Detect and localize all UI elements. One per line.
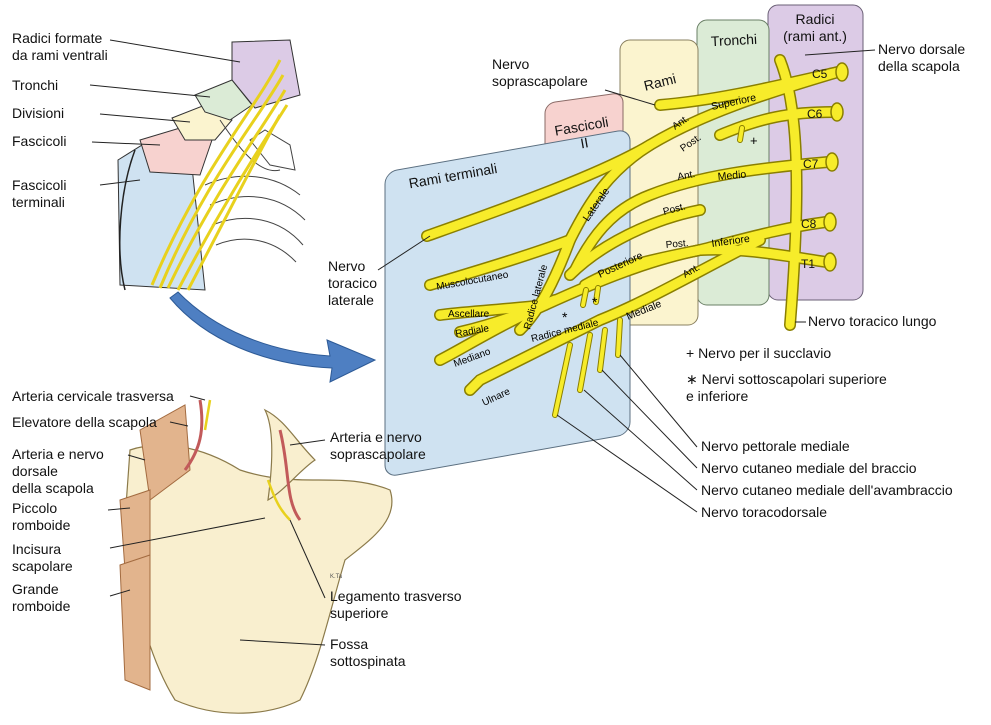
root-label-c6: C6: [807, 107, 823, 121]
label-fascicoli: Fascicoli: [12, 133, 67, 149]
signature-mark: K.Ta: [330, 574, 343, 580]
overview-illustration: [117, 39, 306, 291]
label-grande-romboide: Grande romboide: [12, 581, 71, 614]
trunk-inferiore: Inferiore: [711, 233, 751, 250]
star-symbol-2: *: [592, 294, 598, 310]
root-label-c5: C5: [812, 67, 828, 81]
label-nervo-pettorale-mediale: Nervo pettorale mediale: [701, 438, 850, 454]
curved-arrow-icon: [169, 291, 377, 383]
scapula-leader-lines: [107, 395, 326, 646]
division-ant-2: Ant.: [677, 169, 696, 183]
label-nervo-soprascapolare: Nervo soprascapolare: [492, 56, 588, 89]
root-label-c8: C8: [801, 217, 817, 231]
legend-plus: + Nervo per il succlavio: [686, 345, 832, 361]
label-radici-formate: Radici formate da rami ventrali: [12, 30, 108, 63]
root-label-c7: C7: [803, 157, 819, 171]
scapula-illustration: [119, 399, 393, 714]
label-arteria-cervicale: Arteria cervicale trasversa: [12, 388, 174, 404]
label-nervo-toracodorsale: Nervo toracodorsale: [701, 504, 828, 520]
label-incisura: Incisura scapolare: [12, 541, 73, 574]
label-elevatore: Elevatore della scapola: [12, 414, 157, 430]
label-tronchi: Tronchi: [12, 77, 59, 93]
label-divisioni: Divisioni: [12, 105, 65, 121]
trunk-medio: Medio: [717, 169, 747, 183]
column-title-tronchi: Tronchi: [710, 30, 758, 50]
nerve-paths: [421, 54, 844, 418]
plexus-leader-lines: [377, 49, 876, 513]
label-nervo-dorsale-scapola: Nervo dorsale della scapola: [878, 41, 966, 74]
label-legamento: Legamento trasverso superiore: [330, 588, 462, 621]
label-nervo-toracico-laterale: Nervo toracico laterale: [328, 258, 378, 308]
label-fascicoli-terminali: Fascicoli terminali: [12, 177, 67, 210]
legend-star: ∗ Nervi sottoscapolari superiore e infer…: [686, 371, 887, 404]
division-post-3: Post.: [665, 238, 689, 251]
branch-ascellare: Ascellare: [448, 309, 490, 320]
label-arteria-soprascapolare: Arteria e nervo soprascapolare: [330, 429, 426, 462]
root-end-caps: [823, 62, 849, 272]
label-piccolo-romboide: Piccolo romboide: [12, 500, 71, 533]
label-fossa: Fossa sottospinata: [330, 636, 406, 669]
column-title-radici: Radici (rami ant.): [783, 11, 847, 44]
label-arteria-nervo-dorsale: Arteria e nervo dorsale della scapola: [12, 446, 104, 496]
label-nervo-cutaneo-braccio: Nervo cutaneo mediale del braccio: [701, 460, 917, 476]
label-nervo-toracico-lungo: Nervo toracico lungo: [808, 313, 937, 329]
root-label-t1: T1: [801, 257, 815, 271]
plus-symbol: +: [750, 133, 758, 148]
overview-leader-lines: [89, 39, 241, 186]
label-nervo-cutaneo-avambraccio: Nervo cutaneo mediale dell'avambraccio: [701, 482, 953, 498]
star-symbol-1: *: [562, 309, 568, 325]
